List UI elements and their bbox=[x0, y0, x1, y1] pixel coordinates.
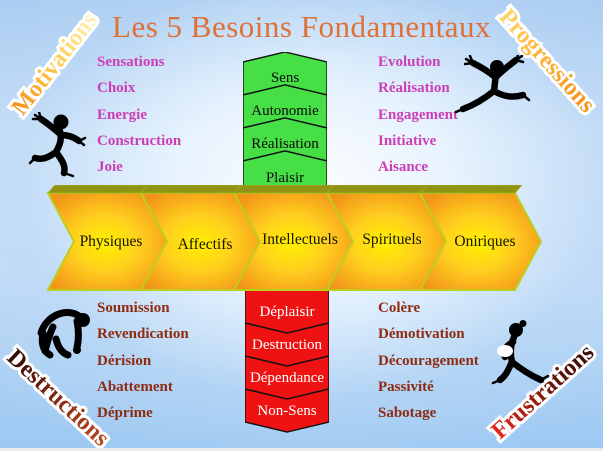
arrow-top-face bbox=[419, 185, 523, 194]
red-chevron bbox=[245, 388, 329, 433]
positive-stack-label: Réalisation bbox=[251, 136, 319, 152]
list-item: Démotivation bbox=[378, 326, 465, 343]
progressions-word-list: Evolution Réalisation Engagement Initiat… bbox=[378, 49, 458, 180]
arrow-top-face bbox=[140, 185, 244, 194]
motivations-word-list: Sensations Choix Energie Construction Jo… bbox=[97, 49, 181, 180]
list-item: Réalisation bbox=[378, 80, 450, 97]
bottom-edge-line bbox=[0, 448, 603, 451]
list-item: Colère bbox=[378, 300, 421, 316]
list-item: Sensations bbox=[97, 54, 165, 70]
list-item: Energie bbox=[97, 106, 147, 123]
negative-stack-label: Non-Sens bbox=[257, 403, 316, 419]
negative-needs-stack: Déplaisir Destruction Dépendance Non-Sen… bbox=[245, 290, 329, 433]
green-chevron bbox=[243, 117, 327, 162]
crouching-figure-icon bbox=[37, 308, 90, 359]
list-item: Aisance bbox=[378, 159, 428, 176]
running-figure-icon bbox=[491, 320, 550, 385]
arrow-top-face bbox=[326, 185, 430, 194]
arrow-label: Affectifs bbox=[178, 236, 233, 253]
arrow-label: Spirituels bbox=[362, 231, 421, 248]
arrow-top-face bbox=[47, 185, 151, 194]
list-item: Abattement bbox=[97, 378, 173, 395]
negative-stack-label: Destruction bbox=[252, 337, 322, 353]
arrow-label: Oniriques bbox=[454, 233, 515, 250]
list-item: Sabotage bbox=[378, 405, 437, 422]
list-item: Découragement bbox=[378, 352, 479, 369]
list-item: Déprime bbox=[97, 405, 153, 422]
list-item: Engagement bbox=[378, 106, 458, 123]
list-item: Revendication bbox=[97, 326, 189, 343]
green-chevron bbox=[243, 52, 327, 96]
positive-stack-label: Plaisir bbox=[266, 170, 304, 186]
destructions-word-list: Soumission Revendication Dérision Abatte… bbox=[97, 295, 189, 426]
leaping-figure-icon bbox=[454, 55, 531, 114]
red-chevron bbox=[245, 355, 329, 400]
positive-stack-label: Sens bbox=[271, 70, 300, 86]
green-chevron bbox=[243, 84, 327, 129]
list-item: Passivité bbox=[378, 378, 434, 395]
list-item: Choix bbox=[97, 80, 136, 97]
negative-stack-label: Déplaisir bbox=[260, 304, 315, 320]
arrow-label: Physiques bbox=[80, 233, 143, 250]
positive-stack-label: Autonomie bbox=[251, 103, 319, 119]
list-item: Dérision bbox=[97, 352, 152, 369]
negative-stack-label: Dépendance bbox=[250, 370, 324, 386]
needs-arrow-chain: Physiques Affectifs Intellectuels Spirit… bbox=[46, 185, 543, 291]
list-item: Initiative bbox=[378, 132, 437, 149]
dancing-figure-icon bbox=[28, 112, 87, 178]
list-item: Construction bbox=[97, 132, 182, 149]
positive-needs-stack: Sens Autonomie Réalisation Plaisir bbox=[243, 52, 327, 196]
green-chevron bbox=[243, 150, 327, 196]
list-item: Evolution bbox=[378, 54, 441, 70]
arrow-label: Intellectuels bbox=[262, 231, 338, 248]
list-item: Joie bbox=[97, 159, 123, 176]
frustrations-word-list: Colère Démotivation Découragement Passiv… bbox=[378, 295, 479, 426]
page-title: Les 5 Besoins Fondamentaux bbox=[112, 9, 491, 44]
arrow-top-face bbox=[233, 185, 337, 194]
red-chevron bbox=[245, 322, 329, 367]
list-item: Soumission bbox=[97, 300, 170, 316]
